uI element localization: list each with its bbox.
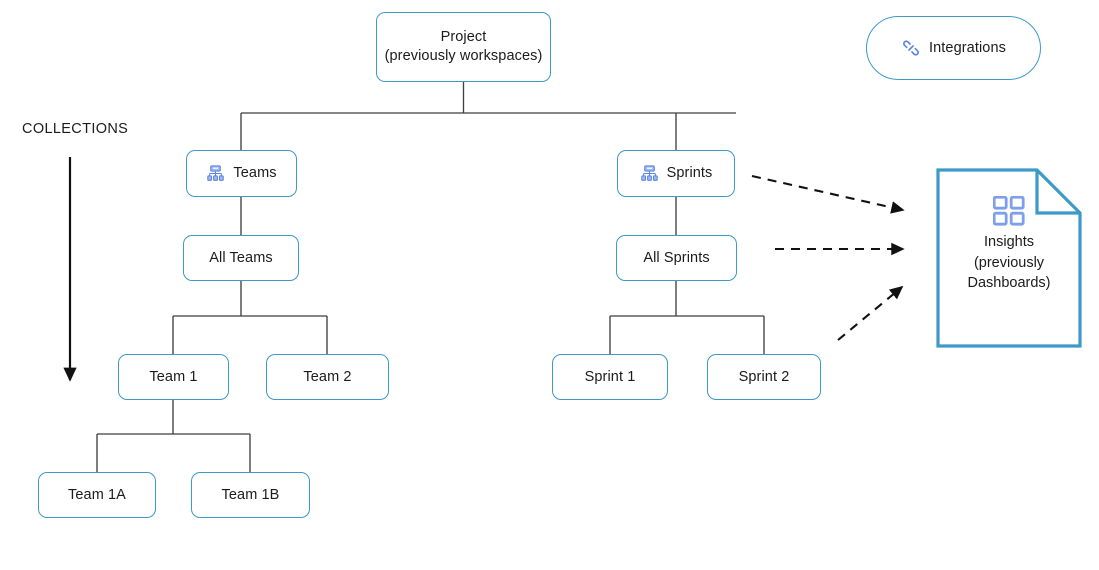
node-insights-line2: (previously	[973, 254, 1045, 271]
link-icon	[901, 38, 921, 58]
dashboard-grid-icon	[992, 195, 1025, 231]
node-sprints[interactable]: Sprints	[617, 150, 735, 197]
hierarchy-icon	[640, 164, 659, 183]
edge-allsprints-children	[609, 281, 765, 354]
edge-team1-children	[96, 400, 251, 472]
node-team-1a-label: Team 1A	[68, 486, 126, 503]
node-insights-line3: Dashboards)	[967, 275, 1051, 292]
node-project-text: Project (previously workspaces)	[385, 28, 543, 66]
node-team-1b-label: Team 1B	[221, 486, 280, 503]
node-project-line1: Project	[440, 29, 487, 46]
node-sprint-2[interactable]: Sprint 2	[707, 354, 821, 400]
node-team-1a[interactable]: Team 1A	[38, 472, 156, 518]
node-integrations[interactable]: Integrations	[866, 16, 1041, 80]
node-sprint-1-label: Sprint 1	[584, 368, 636, 385]
node-all-sprints[interactable]: All Sprints	[616, 235, 737, 281]
node-insights-text: Insights (previously Dashboards)	[936, 232, 1082, 294]
node-team-1-label: Team 1	[149, 368, 198, 385]
hierarchy-icon	[206, 164, 225, 183]
edge-sprints-insights	[751, 174, 905, 214]
node-all-teams-label: All Teams	[209, 249, 273, 266]
node-team-1[interactable]: Team 1	[118, 354, 229, 400]
node-sprint-1[interactable]: Sprint 1	[552, 354, 668, 400]
edge-allteams-children	[172, 281, 328, 354]
node-all-teams[interactable]: All Teams	[183, 235, 299, 281]
node-project-line2: (previously workspaces)	[384, 48, 543, 64]
node-project[interactable]: Project (previously workspaces)	[376, 12, 551, 82]
node-insights-line1: Insights	[984, 234, 1034, 250]
node-teams[interactable]: Teams	[186, 150, 297, 197]
edge-sprint2-insights	[837, 285, 904, 341]
node-sprint-2-label: Sprint 2	[738, 368, 790, 385]
edge-project-children	[240, 82, 736, 150]
node-team-1b[interactable]: Team 1B	[191, 472, 310, 518]
node-team-2-label: Team 2	[303, 368, 352, 385]
node-insights[interactable]: Insights (previously Dashboards)	[936, 168, 1082, 348]
node-teams-label: Teams	[233, 165, 277, 182]
node-all-sprints-label: All Sprints	[643, 249, 710, 266]
node-sprints-label: Sprints	[666, 165, 713, 182]
document-shape	[936, 168, 1082, 348]
node-integrations-label: Integrations	[929, 39, 1006, 56]
collections-label: COLLECTIONS	[22, 121, 129, 137]
node-team-2[interactable]: Team 2	[266, 354, 389, 400]
